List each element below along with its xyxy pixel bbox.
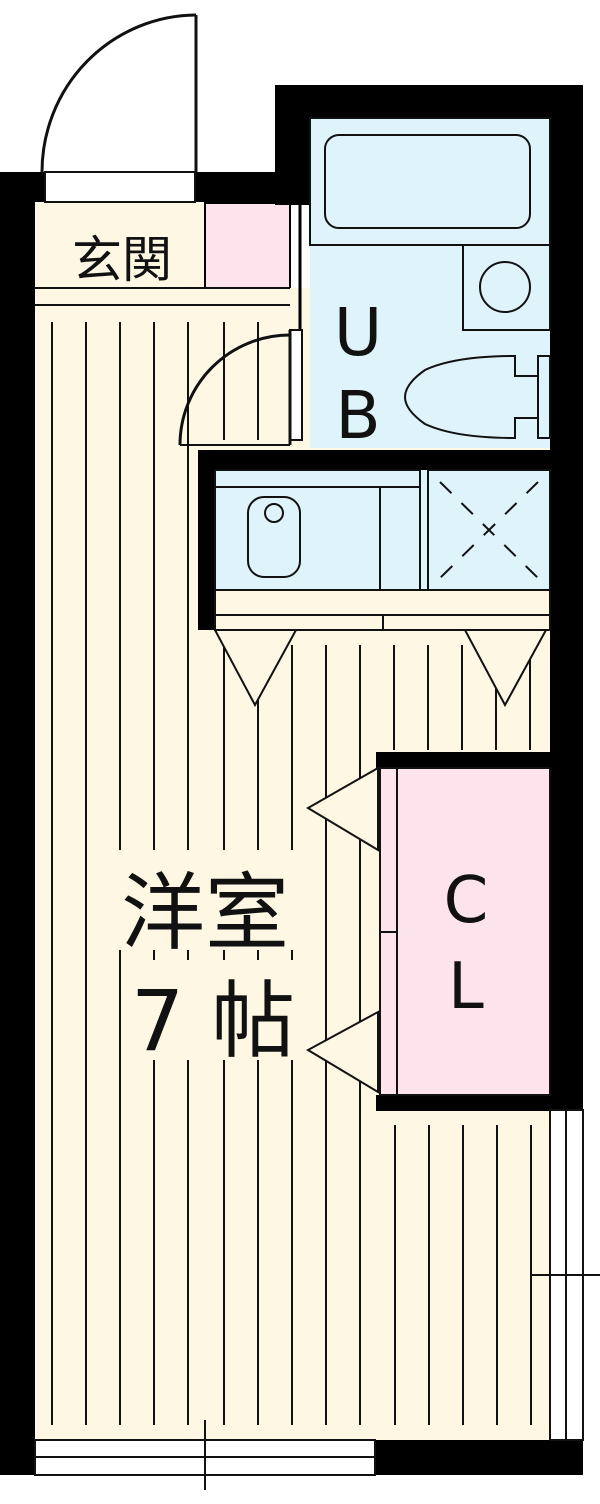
bath-floor: [310, 118, 550, 448]
closet-door-marks: [305, 766, 379, 1094]
bath-door: [178, 329, 303, 446]
walls: [0, 85, 583, 1475]
cabinet-door-marks: [213, 629, 548, 708]
entrance-label: 玄関: [72, 231, 172, 289]
bath-label-b: B: [335, 377, 380, 454]
entrance-storage: [204, 202, 291, 289]
kitchen-floor-cover: [215, 470, 550, 590]
room-size-label: 7 帖: [131, 972, 295, 1070]
right-window: [532, 1109, 600, 1441]
room-label-bg: [105, 850, 305, 1060]
bathtub: [309, 117, 551, 246]
closet-label-c: C: [444, 864, 489, 938]
bath-label-u: U: [334, 294, 382, 371]
kitchen-counter: [214, 469, 551, 631]
closet-label-l: L: [448, 950, 484, 1024]
entrance-door: [40, 13, 198, 203]
entrance-floor: [35, 203, 205, 288]
bottom-window: [34, 1420, 376, 1490]
western-room-label: 洋室: [121, 864, 289, 962]
closet: [379, 767, 551, 1096]
bath-sink: [462, 244, 551, 331]
toilet: [403, 354, 551, 440]
